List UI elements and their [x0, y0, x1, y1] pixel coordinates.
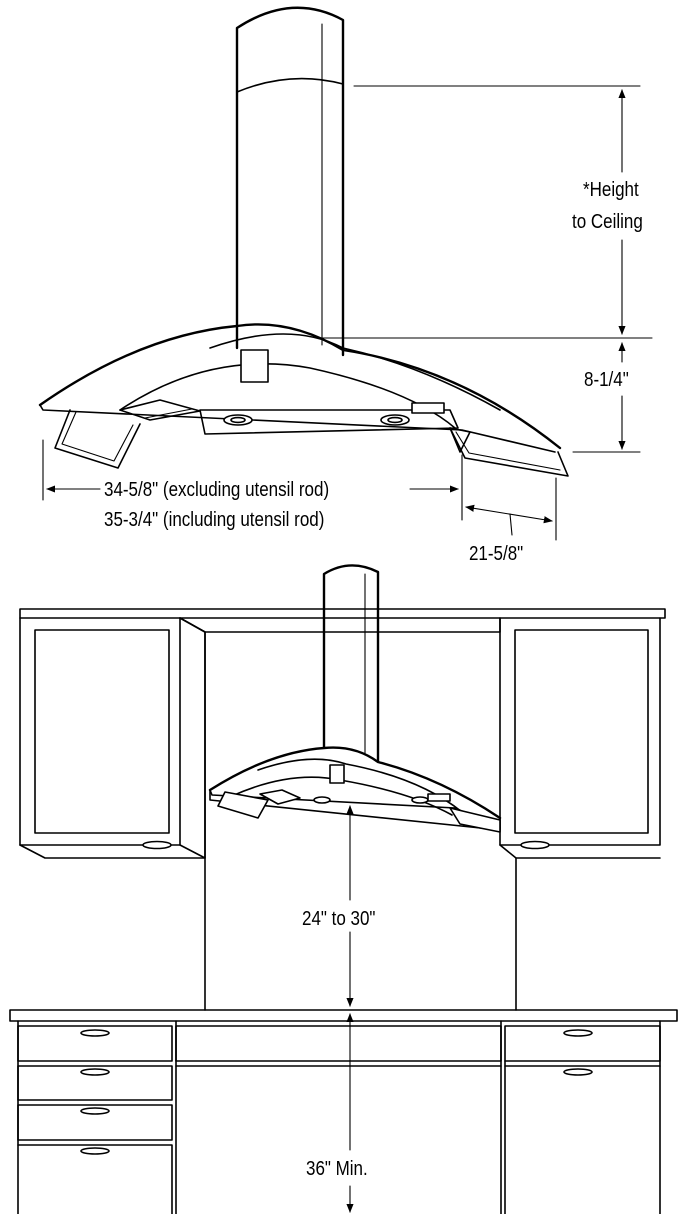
- width-including-rod-label: 35-3/4" (including utensil rod): [104, 508, 324, 531]
- cabinet-top-trim: [19, 608, 666, 619]
- upper-cabinet-right: [499, 617, 661, 859]
- hood-detail-view: *Height to Ceiling 8-1/4" 34-5/8" (exclu…: [38, 6, 653, 565]
- width-excluding-rod-label: 34-5/8" (excluding utensil rod): [104, 478, 329, 501]
- upper-cabinet-left: [19, 617, 206, 859]
- height-to-ceiling-label-line1: *Height: [583, 178, 639, 201]
- base-cabinets: [17, 1020, 661, 1214]
- mount-height-label: 24" to 30": [302, 907, 375, 930]
- installed-hood: [208, 746, 502, 833]
- utensil-rod-left: [54, 399, 201, 469]
- chimney: [235, 6, 345, 357]
- countertop: [9, 1009, 678, 1022]
- installation-view: 24" to 30": [9, 564, 678, 1214]
- utensil-rod-right: [449, 427, 569, 477]
- height-to-ceiling-label-line2: to Ceiling: [572, 210, 643, 233]
- installed-chimney: [322, 564, 380, 777]
- hood-canopy: [38, 323, 562, 453]
- depth-label: 21-5/8": [469, 542, 523, 565]
- hood-height-label: 8-1/4": [584, 368, 629, 391]
- counter-height-label: 36" Min.: [306, 1157, 368, 1180]
